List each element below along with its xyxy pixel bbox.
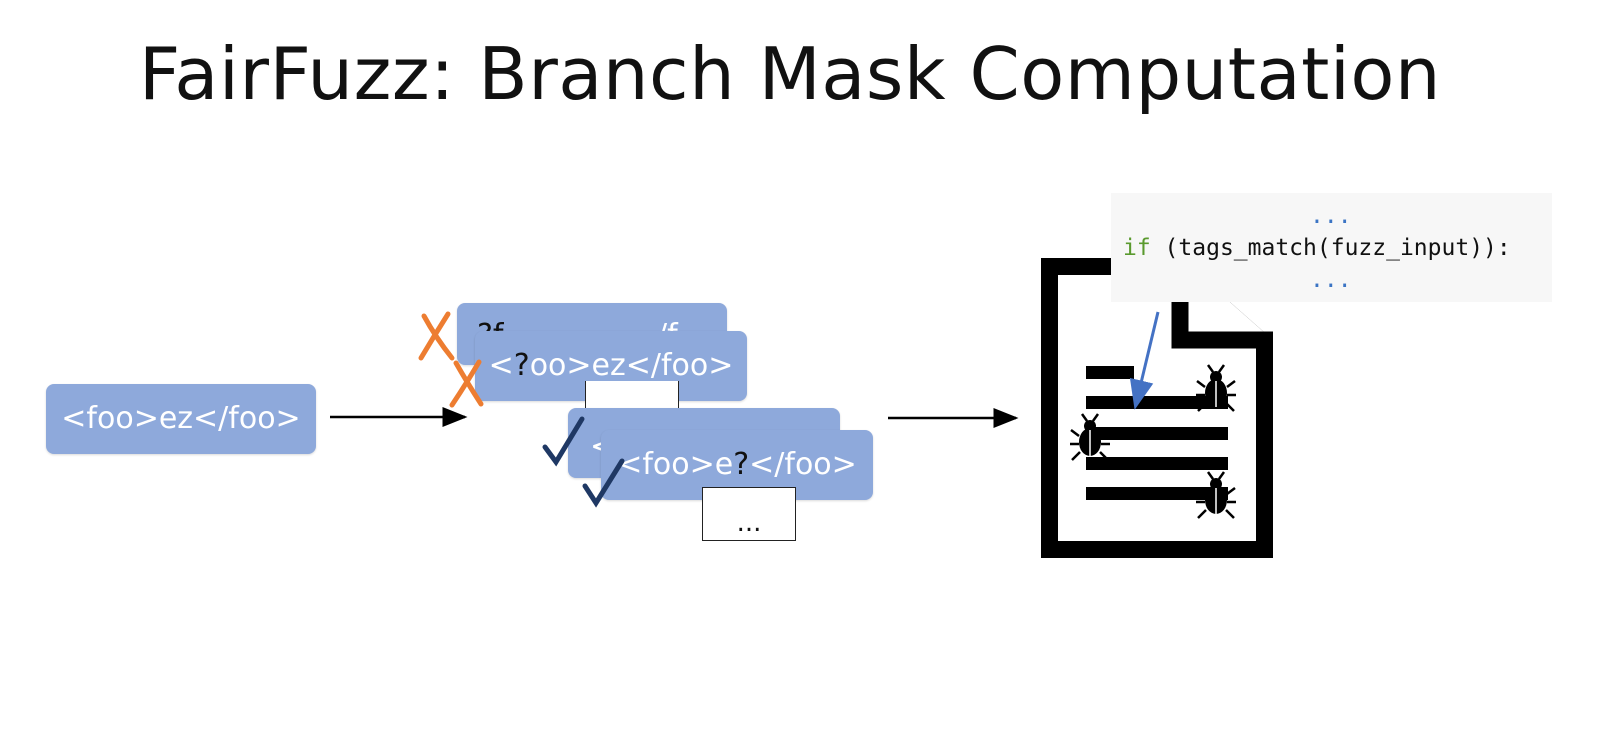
bug-icon	[1196, 471, 1236, 519]
mutation-box-front-bottom-rest: </foo>	[749, 447, 857, 482]
input-box-label: <foo>ez</foo>	[61, 401, 301, 436]
code-if-line: if (tags_match(fuzz_input)):	[1123, 235, 1511, 261]
mutation-box-front-top-prefix: <	[488, 348, 514, 383]
bug-icon	[1196, 364, 1236, 412]
code-keyword: if	[1123, 235, 1151, 261]
check-mark-icon	[582, 458, 625, 508]
mutation-box-front-top-rest: oo>ez</foo>	[529, 348, 734, 383]
mutation-box-front-top: <?oo>ez</foo>	[475, 331, 747, 401]
ellipsis-label: ...	[736, 508, 762, 538]
mutation-box-front-bottom-mutated-char: ?	[733, 447, 750, 482]
mutation-box-front-bottom-prefix: <foo>e	[617, 447, 734, 482]
code-ellipsis-top: ...	[1310, 203, 1352, 229]
blank-result-box	[585, 381, 679, 410]
code-snippet: ... if (tags_match(fuzz_input)): ...	[1111, 193, 1552, 302]
mutation-box-front-top-mutated-char: ?	[513, 348, 530, 383]
cross-mark-icon	[449, 359, 484, 408]
cross-mark-icon	[418, 311, 455, 361]
document-icon	[1041, 258, 1273, 558]
bug-icon	[1070, 413, 1110, 461]
code-ellipsis-bottom: ...	[1310, 267, 1352, 293]
ellipsis-box: ...	[702, 487, 796, 541]
slide-title: FairFuzz: Branch Mask Computation	[138, 32, 1442, 116]
check-mark-icon	[542, 416, 585, 467]
code-statement: (tags_match(fuzz_input)):	[1150, 235, 1511, 261]
input-box: <foo>ez</foo>	[46, 384, 316, 454]
